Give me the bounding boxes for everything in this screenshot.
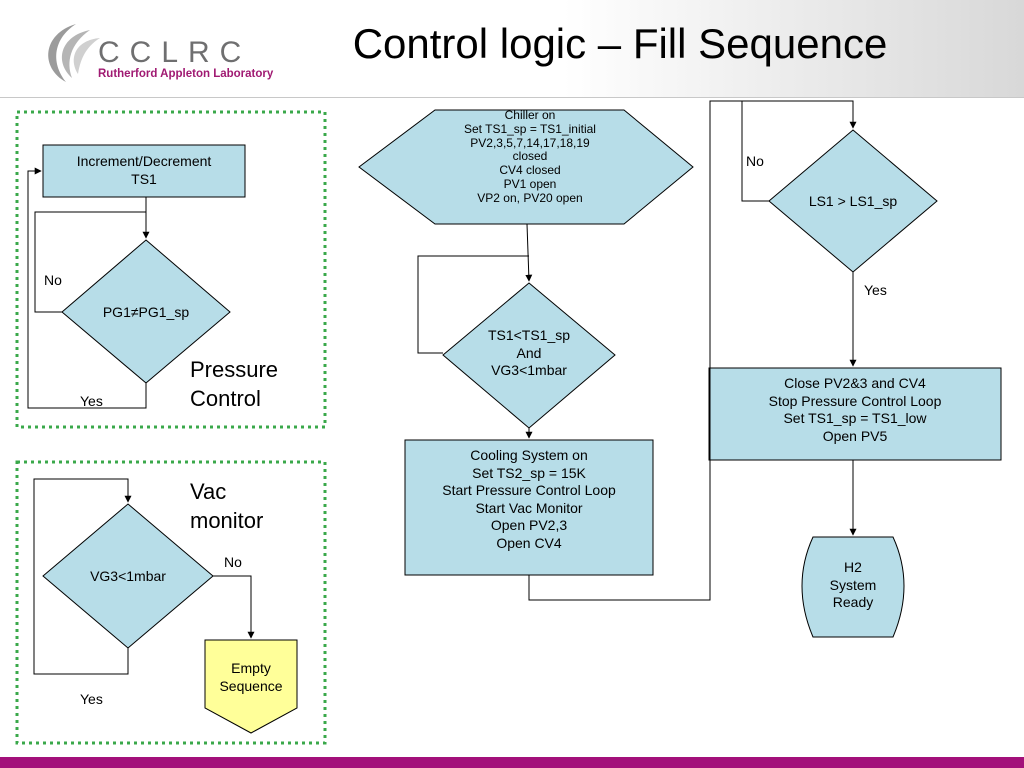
increment-box — [42, 144, 246, 198]
pressure-control-caption: Pressure Control — [190, 357, 279, 411]
vac-monitor-caption: Vac monitor — [190, 479, 264, 533]
logo-text: CCLRC — [98, 36, 252, 69]
ls1-yes-label: Yes — [864, 282, 887, 298]
start-hexagon-text: Chiller on Set TS1_sp = TS1_initial PV2,… — [464, 108, 596, 205]
start-hexagon — [358, 109, 694, 225]
pc-no-label: No — [44, 272, 62, 288]
empty-sequence-text: Empty Sequence — [219, 660, 283, 694]
pc-flow-box-decision — [34, 197, 147, 313]
ls1-no-label: No — [746, 153, 764, 169]
vg3-decision-text: VG3<1mbar — [90, 568, 166, 584]
h2-ready-text: H2 System Ready — [829, 559, 877, 610]
header-divider — [0, 97, 1024, 98]
ts1-no-loop — [417, 255, 529, 354]
pressure-control-group — [15, 110, 327, 429]
pg1-decision-text: PG1≠PG1_sp — [102, 304, 190, 320]
pc-yes-label: Yes — [80, 393, 103, 409]
close-box-text: Close PV2&3 and CV4 Stop Pressure Contro… — [768, 375, 942, 444]
ls1-decision-text: LS1 > LS1_sp — [808, 193, 898, 209]
cooling-to-ls1 — [528, 100, 857, 601]
vac-yes-loop — [33, 478, 132, 675]
logo-subtitle: Rutherford Appleton Laboratory — [98, 68, 274, 80]
h2-ready-terminal — [801, 536, 905, 638]
pc-yes-loop — [27, 167, 147, 409]
vac-no-label: No — [224, 554, 242, 570]
cooling-box-text: Cooling System on Set TS2_sp = 15K Start… — [442, 447, 616, 551]
increment-box-text: Increment/Decrement TS1 — [76, 153, 212, 187]
swirl-logo-icon — [48, 24, 100, 82]
ts1-decision-text: TS1<TS1_sp And VG3<1mbar — [487, 327, 571, 378]
cooling-box — [404, 439, 654, 576]
vac-monitor-group — [15, 460, 327, 745]
vac-yes-label: Yes — [80, 691, 103, 707]
page-title: Control logic – Fill Sequence — [352, 20, 888, 67]
empty-sequence-box — [204, 639, 298, 734]
close-box — [708, 367, 1002, 461]
ls1-no-loop — [741, 101, 769, 202]
header — [0, 0, 1024, 98]
vac-no-arrow — [213, 575, 255, 639]
start-to-decision — [525, 223, 533, 282]
bottom-accent-bar — [0, 757, 1024, 768]
